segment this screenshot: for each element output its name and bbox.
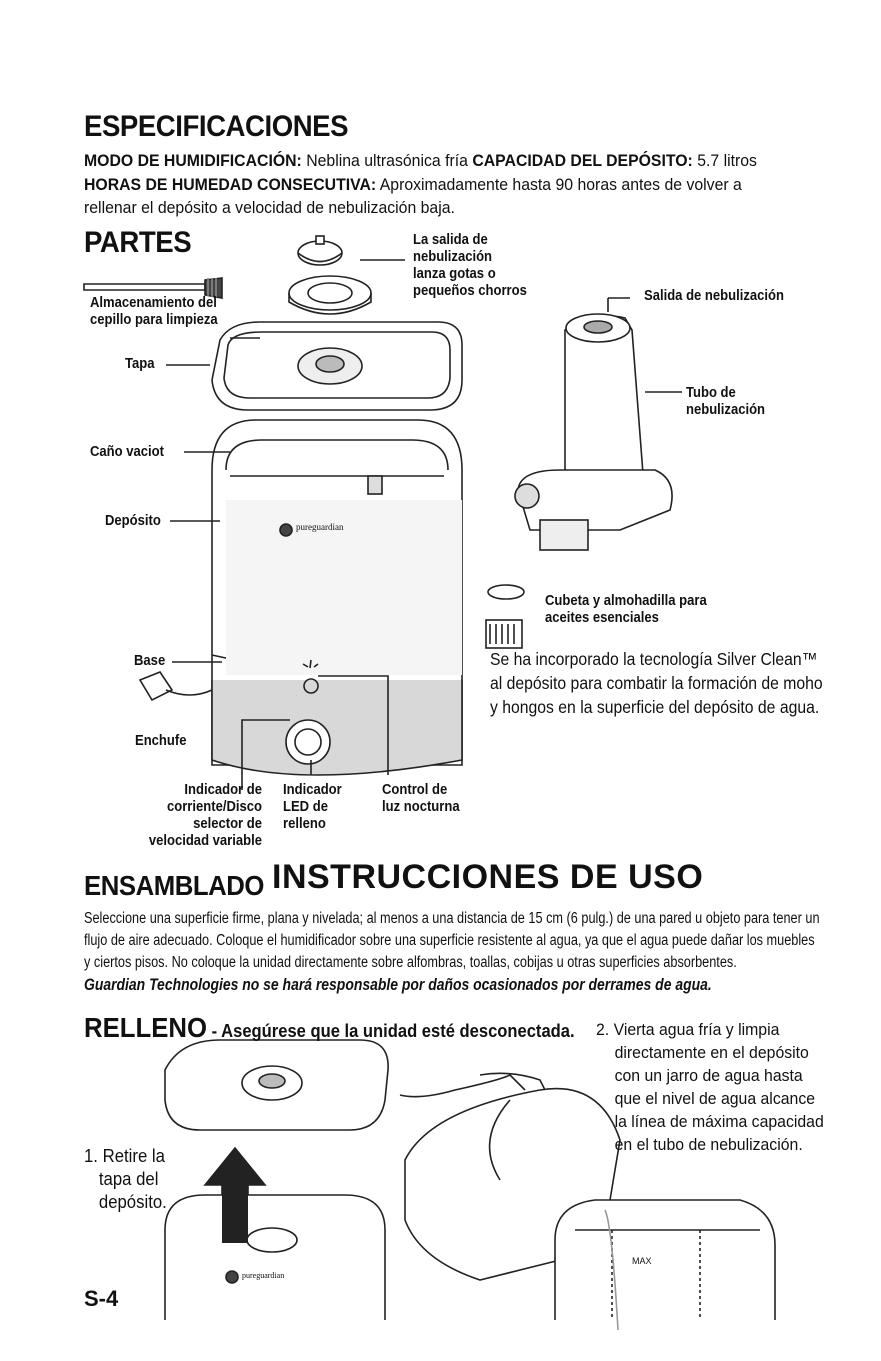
brush-icon (83, 277, 223, 299)
mist-tube-icon (514, 313, 673, 551)
hours-label: HORAS DE HUMEDAD CONSECUTIVA: (84, 175, 377, 194)
parts-title: PARTES (84, 226, 192, 259)
page-number: S-4 (84, 1286, 119, 1311)
assembly-text: Seleccione una superficie firme, plana y… (84, 910, 820, 994)
mode-label: MODO DE HUMIDIFICACIÓN: (84, 151, 302, 170)
step-1-text: 1. Retire la tapa del depósito. (84, 1146, 167, 1212)
refill-unit-icon (554, 1199, 776, 1331)
warning-text: Guardian Technologies no se hará respons… (84, 975, 712, 994)
tank-label: Depósito (105, 513, 161, 529)
capacity-value: 5.7 litros (692, 151, 757, 170)
capacity-label: CAPACIDAD DEL DEPÓSITO: (472, 151, 693, 170)
mode-value: Neblina ultrasónica fría (301, 151, 473, 170)
refill-subtitle: - Asegúrese que la unidad esté desconect… (207, 1021, 575, 1041)
light-icon (302, 659, 319, 669)
spec-hours-line: HORAS DE HUMEDAD CONSECUTIVA: Aproximada… (84, 174, 742, 195)
refill-heading: RELLENO - Asegúrese que la unidad esté d… (84, 1012, 575, 1044)
tank-icon (211, 419, 463, 776)
brand-logo: pureguardian (296, 522, 344, 532)
refill-title: RELLENO (84, 1012, 208, 1043)
night-leader (318, 675, 389, 775)
base-label: Base (134, 653, 166, 669)
spec-hours-line-2: rellenar el depósito a velocidad de nebu… (84, 198, 455, 217)
spec-title: ESPECIFICACIONES (84, 110, 349, 143)
plug-label: Enchufe (135, 733, 187, 749)
plug-icon (138, 671, 213, 702)
oil-tray-icon (485, 584, 525, 649)
hours-value: Aproximadamente hasta 90 horas antes de … (376, 175, 742, 194)
silver-clean-text: Se ha incorporado la tecnología Silver C… (490, 649, 823, 717)
refill-tank-icon (164, 1194, 386, 1320)
assembly-title: ENSAMBLADO (84, 870, 265, 901)
refill-brand-logo: pureguardian (242, 1271, 285, 1280)
refill-lid-icon (164, 1039, 389, 1131)
power-leader (241, 719, 290, 790)
spout-label: Caño vaciot (90, 444, 164, 460)
mist-outlet-label: Salida de nebulización (644, 288, 784, 304)
lid-icon (211, 321, 463, 411)
spec-mode-line: MODO DE HUMIDIFICACIÓN: Neblina ultrasón… (84, 150, 757, 171)
lid-label: Tapa (125, 356, 155, 372)
instructions-title: INSTRUCCIONES DE USO (272, 858, 704, 896)
nozzle-cap-icon (288, 235, 372, 315)
max-line-label: MAX (632, 1256, 652, 1266)
step-2-text: 2. Vierta agua fría y limpia directament… (596, 1020, 824, 1154)
